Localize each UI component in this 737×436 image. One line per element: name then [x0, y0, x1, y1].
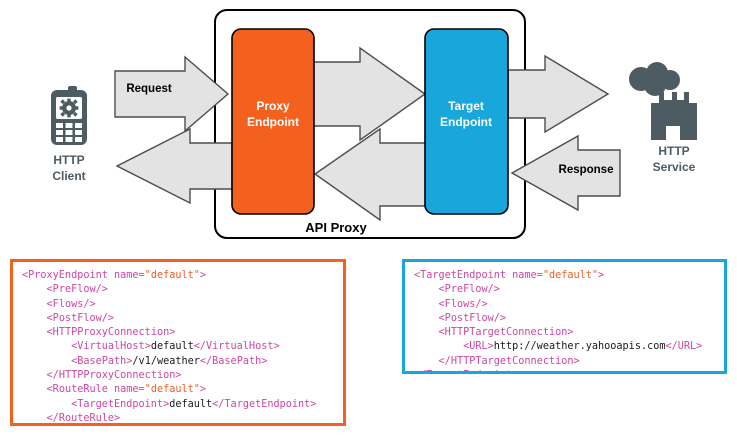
code-token-tag: > [598, 270, 605, 281]
proxy-endpoint-label-line2: Endpoint [247, 115, 299, 129]
code-token-tag: <PostFlow/> [438, 312, 507, 324]
http-service-label-line2: Service [653, 160, 696, 174]
proxy-code-line: <HTTPProxyConnection> [22, 326, 343, 340]
proxy-endpoint-box [231, 28, 315, 215]
code-token-tag: <BasePath> [71, 355, 133, 367]
code-token-tag: <PreFlow/> [438, 284, 500, 296]
target-to-service-arrow [507, 54, 610, 134]
code-token-tag: </URL> [665, 341, 703, 353]
service-response-arrow [510, 134, 621, 212]
code-token-tag: </TargetEndpoint> [414, 370, 518, 371]
target-code-line: <URL>http://weather.yahooapis.com</URL> [414, 340, 724, 354]
proxy-code-line: <PreFlow/> [22, 283, 343, 297]
code-token-tag: <HTTPTargetConnection> [438, 327, 574, 339]
code-token-tag: > [199, 270, 207, 281]
response-arrow-label: Response [559, 164, 614, 176]
target-code-line: <TargetEndpoint name="default"> [414, 269, 724, 283]
code-token-tag: </RouteRule> [46, 412, 121, 424]
code-token-plain [414, 313, 439, 324]
code-token-attr: name= [512, 270, 543, 281]
code-token-tag: <RouteRule [46, 384, 115, 396]
proxy-code-line: <Flows/> [22, 298, 343, 312]
code-token-plain [22, 284, 47, 295]
proxy-code-line: <RouteRule name="default"> [22, 383, 343, 397]
request-arrow-label: Request [126, 83, 172, 95]
target-code-line: <PreFlow/> [414, 283, 724, 297]
target-endpoint-label-line2: Endpoint [440, 115, 492, 129]
code-token-tag: <URL> [463, 341, 494, 353]
code-token-plain [22, 370, 47, 381]
code-token-aval: "default" [144, 270, 200, 281]
code-token-plain [22, 399, 71, 410]
target-code-line: </HTTPTargetConnection> [414, 355, 724, 369]
code-token-tag: > [199, 384, 207, 396]
proxy-code-line: <VirtualHost>default</VirtualHost> [22, 340, 343, 354]
code-token-tag: <TargetEndpoint [414, 270, 513, 281]
target-code-line: </TargetEndpoint> [414, 369, 724, 371]
mobile-phone-gear-icon [51, 86, 87, 145]
proxy-code-line: </HTTPProxyConnection> [22, 369, 343, 383]
code-token-tag: <ProxyEndpoint [22, 270, 115, 281]
code-token-attr: name= [114, 270, 145, 281]
code-token-tag: <Flows/> [438, 298, 488, 310]
proxy-endpoint-code-panel: <ProxyEndpoint name="default"> <PreFlow/… [10, 259, 346, 426]
code-token-text: http://weather.yahooapis.com [493, 341, 666, 353]
code-token-tag: </TargetEndpoint> [212, 398, 317, 410]
target-code-line: <Flows/> [414, 298, 724, 312]
code-token-plain [414, 341, 463, 352]
code-token-plain [414, 299, 439, 310]
client-response-arrow [115, 127, 233, 205]
code-token-tag: <HTTPProxyConnection> [46, 327, 176, 339]
api-proxy-title: API Proxy [305, 220, 367, 235]
target-endpoint-label-line1: Target [448, 99, 484, 113]
target-endpoint-code-panel: <TargetEndpoint name="default"> <PreFlow… [402, 259, 727, 374]
target-code-line: <HTTPTargetConnection> [414, 326, 724, 340]
code-token-plain [22, 356, 71, 367]
factory-cloud-icon [629, 62, 697, 140]
code-token-tag: <Flows/> [46, 298, 96, 310]
proxy-code-line: <TargetEndpoint>default</TargetEndpoint> [22, 398, 343, 412]
code-token-text: /v1/weather [132, 355, 200, 367]
code-token-plain [22, 299, 47, 310]
code-token-plain [22, 327, 47, 338]
code-token-plain [22, 313, 47, 324]
code-token-plain [22, 341, 71, 352]
code-token-plain [414, 327, 439, 338]
http-client-label-line1: HTTP [53, 153, 84, 167]
code-token-tag: </HTTPProxyConnection> [46, 370, 182, 382]
proxy-endpoint-label-line1: Proxy [256, 99, 290, 113]
proxy-code-line: <BasePath>/v1/weather</BasePath> [22, 355, 343, 369]
code-token-tag: <PreFlow/> [46, 284, 108, 296]
code-token-text: default [169, 398, 213, 410]
code-token-tag: <VirtualHost> [71, 341, 151, 353]
api-proxy-diagram: Proxy Endpoint Target Endpoint API Proxy… [51, 9, 697, 239]
code-token-tag: </VirtualHost> [193, 341, 280, 353]
code-token-plain [414, 356, 439, 367]
code-token-text: default [150, 341, 194, 353]
code-token-plain [22, 384, 47, 395]
code-token-plain [22, 413, 47, 423]
proxy-code-line: <ProxyEndpoint name="default"> [22, 269, 343, 283]
target-endpoint-box [424, 28, 509, 215]
code-token-tag: </BasePath> [199, 355, 268, 367]
code-token-aval: "default" [542, 270, 599, 281]
proxy-to-target-arrow [312, 46, 427, 142]
proxy-code-line: <PostFlow/> [22, 312, 343, 326]
code-token-tag: <TargetEndpoint> [71, 398, 170, 410]
request-arrow [114, 55, 230, 133]
code-token-aval: "default" [144, 384, 200, 396]
code-token-attr: name= [114, 384, 145, 396]
target-to-proxy-arrow [313, 127, 429, 222]
code-token-tag: </HTTPTargetConnection> [438, 355, 580, 367]
code-token-plain [414, 284, 439, 295]
proxy-code-line: </RouteRule> [22, 412, 343, 424]
target-code-line: <PostFlow/> [414, 312, 724, 326]
http-service-label-line1: HTTP [658, 144, 689, 158]
code-token-tag: <PostFlow/> [46, 312, 115, 324]
http-client-label-line2: Client [52, 169, 85, 183]
